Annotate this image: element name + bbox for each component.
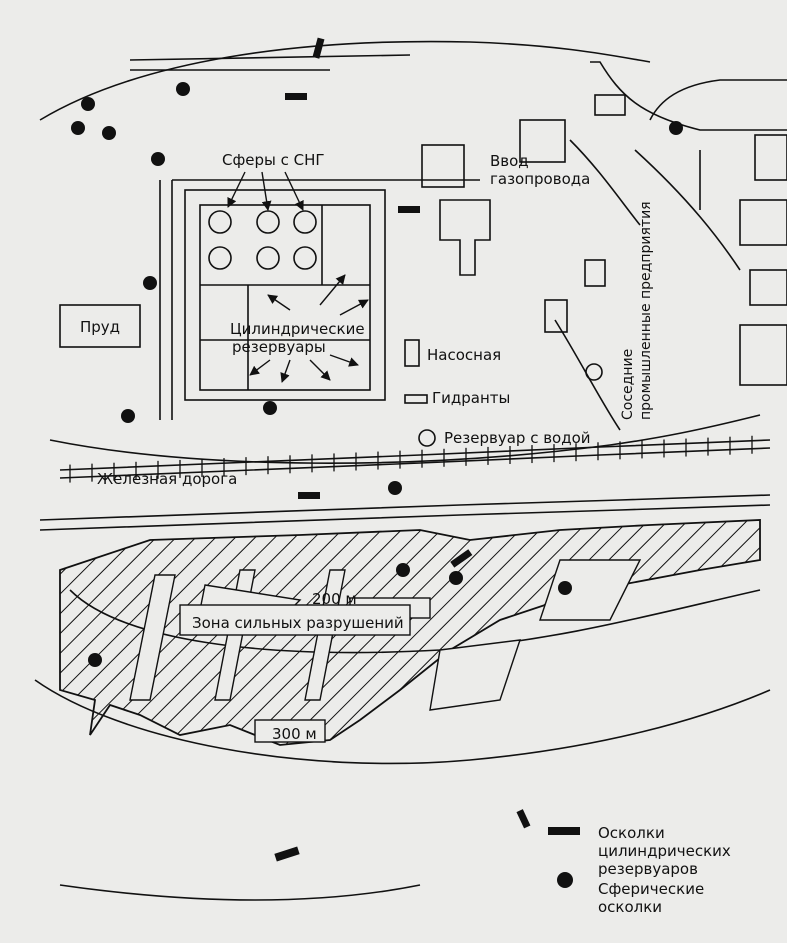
- legend-sph-2: осколки: [598, 898, 662, 916]
- road-right-top: [590, 61, 787, 131]
- sph-fragment: [396, 563, 410, 577]
- building-small-1: [544, 299, 568, 333]
- arc-top-outer: [39, 40, 651, 121]
- legend-sph-symbol: [557, 872, 573, 888]
- label-neighbors-2: промышленные предприятия: [638, 201, 654, 420]
- roads: [129, 54, 787, 420]
- label-cyl-tanks-2: резервуары: [232, 338, 326, 356]
- railway: [59, 435, 771, 483]
- label-hydrants: Гидранты: [432, 389, 510, 407]
- legend-sph-1: Сферические: [598, 880, 704, 898]
- spherical-fragments: [71, 82, 683, 888]
- sph-fragment: [558, 581, 572, 595]
- neighbor-building-2: [739, 199, 787, 246]
- legend-cyl-2: цилиндрических: [598, 842, 731, 860]
- lower-lines: [39, 494, 771, 531]
- hydrants: [404, 394, 428, 404]
- legend-cyl-symbol: [548, 827, 580, 835]
- arc-right-inner: [634, 149, 741, 271]
- label-pond: Пруд: [80, 318, 120, 336]
- arc-300m: [34, 679, 771, 765]
- heavy-damage-zone: [59, 519, 761, 746]
- lower-line-2: [39, 504, 771, 531]
- lng-sphere-2: [256, 210, 280, 234]
- building-top-right: [594, 94, 626, 116]
- neighbor-building-1: [754, 134, 787, 181]
- buildings: [59, 94, 787, 404]
- arc-bottom: [59, 884, 421, 901]
- sph-fragment: [151, 152, 165, 166]
- label-spheres-lng: Сферы с СНГ: [222, 151, 325, 169]
- lng-sphere-6: [293, 246, 317, 270]
- label-gas-pipeline-1: Ввод: [490, 152, 529, 170]
- label-pump-house: Насосная: [427, 346, 501, 364]
- lng-sphere-5: [256, 246, 280, 270]
- cyl-fragment: [450, 549, 473, 568]
- label-radius-200: 200 м: [312, 590, 357, 608]
- sph-fragment: [263, 401, 277, 415]
- lower-line-1: [39, 494, 771, 521]
- cyl-fragment: [298, 492, 320, 499]
- legend-cyl-3: резервуаров: [598, 860, 698, 878]
- arrows: [227, 171, 369, 383]
- pump-house: [404, 339, 420, 367]
- arc-100m: [49, 414, 761, 464]
- lng-sphere-1: [208, 210, 232, 234]
- cyl-fragment: [312, 37, 325, 59]
- sph-fragment: [176, 82, 190, 96]
- label-railway: Железная дорога: [97, 470, 237, 488]
- cylinder-fragments: [274, 37, 580, 862]
- label-damage-zone: Зона сильных разрушений: [192, 614, 404, 632]
- building-north: [519, 119, 566, 163]
- neighbor-building-3: [749, 269, 787, 306]
- sph-fragment: [669, 121, 683, 135]
- sph-fragment: [81, 97, 95, 111]
- labels: Сферы с СНГ Ввод газопровода Пруд Цилинд…: [80, 151, 591, 743]
- legend-cyl-1: Осколки: [598, 824, 665, 842]
- lng-sphere-3: [293, 210, 317, 234]
- sph-fragment: [88, 653, 102, 667]
- label-radius-300: 300 м: [272, 725, 317, 743]
- cyl-fragment: [285, 93, 307, 100]
- cyl-fragment: [516, 809, 531, 829]
- lng-sphere-4: [208, 246, 232, 270]
- cyl-fragment: [398, 206, 420, 213]
- building-small-2: [584, 259, 606, 287]
- circle-right: [585, 363, 603, 381]
- sph-fragment: [71, 121, 85, 135]
- sph-fragment: [121, 409, 135, 423]
- sph-fragment: [143, 276, 157, 290]
- road-right-2: [649, 79, 787, 121]
- label-neighbors: Соседние промышленные предприятия: [620, 201, 654, 420]
- sph-fragment: [388, 481, 402, 495]
- gas-pipeline-building: [421, 144, 465, 188]
- label-gas-pipeline-2: газопровода: [490, 170, 590, 188]
- water-tank-symbol: [418, 429, 436, 447]
- road-top: [129, 54, 411, 61]
- tank-farm-outer: [184, 189, 386, 401]
- label-neighbors-1: Соседние: [620, 349, 636, 420]
- sph-fragment: [102, 126, 116, 140]
- tank-farm-inner: [199, 204, 371, 391]
- label-water-tank: Резервуар с водой: [444, 429, 591, 447]
- neighbor-building-4: [739, 324, 787, 386]
- arc-right-top: [569, 139, 641, 226]
- sph-fragment: [449, 571, 463, 585]
- tank-farm: [184, 189, 603, 447]
- label-cyl-tanks-1: Цилиндрические: [230, 320, 365, 338]
- pond: [59, 304, 141, 348]
- gas-pipeline-annex: [439, 199, 491, 276]
- cyl-fragment: [274, 846, 300, 862]
- legend: Осколки цилиндрических резервуаров Сфери…: [598, 824, 731, 916]
